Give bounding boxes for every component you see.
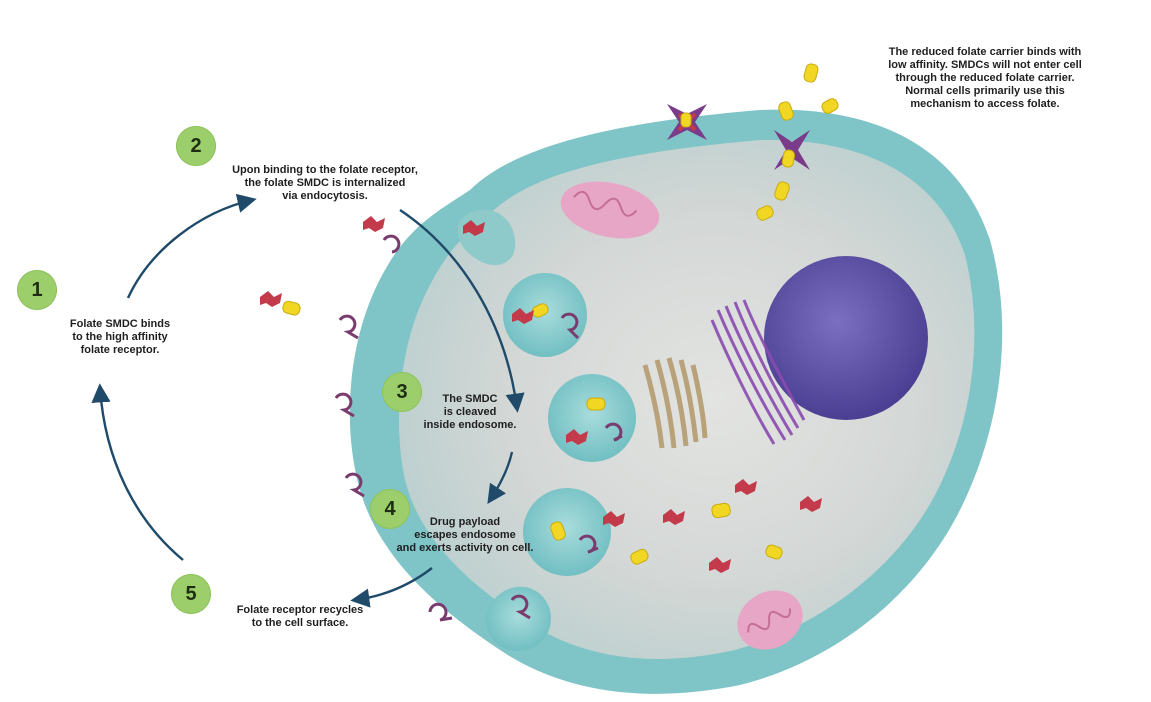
step-3-badge: 3 xyxy=(382,372,422,412)
mitochondrion-top xyxy=(560,181,660,239)
step-5-badge: 5 xyxy=(171,574,211,614)
step-5-label: Folate receptor recycles to the cell sur… xyxy=(236,604,364,629)
recycling-vesicle xyxy=(486,586,551,651)
reduced-folate-carrier-note: The reduced folate carrier binds with lo… xyxy=(888,46,1082,110)
cycle-arrows xyxy=(91,193,525,608)
step-4-label: Drug payload escapes endosome and exerts… xyxy=(396,516,534,554)
drug-molecules xyxy=(260,216,822,573)
arrow-3-to-4 xyxy=(487,451,514,504)
payload-molecules xyxy=(282,63,839,565)
step-2-badge: 2 xyxy=(176,126,216,166)
arrow-2-to-3 xyxy=(399,209,525,413)
step-4-badge: 4 xyxy=(370,489,410,529)
step-2-label: Upon binding to the folate receptor, the… xyxy=(232,164,418,202)
mitochondrion-bottom xyxy=(737,590,803,650)
step-1-label: Folate SMDC binds to the high affinity f… xyxy=(69,318,171,356)
arrow-1-to-2 xyxy=(126,193,257,299)
step-1-badge: 1 xyxy=(17,270,57,310)
arrow-4-to-5 xyxy=(350,567,433,608)
folate-receptors xyxy=(334,234,623,622)
endosome-1 xyxy=(503,273,587,357)
endosome-2 xyxy=(548,374,636,462)
golgi-apparatus xyxy=(642,357,708,449)
arrow-5-to-1 xyxy=(91,383,184,561)
endoplasmic-reticulum xyxy=(710,299,806,445)
endosome-3 xyxy=(523,488,611,576)
nucleus xyxy=(764,256,928,420)
step-3-label: The SMDC is cleaved inside endosome. xyxy=(423,393,517,431)
